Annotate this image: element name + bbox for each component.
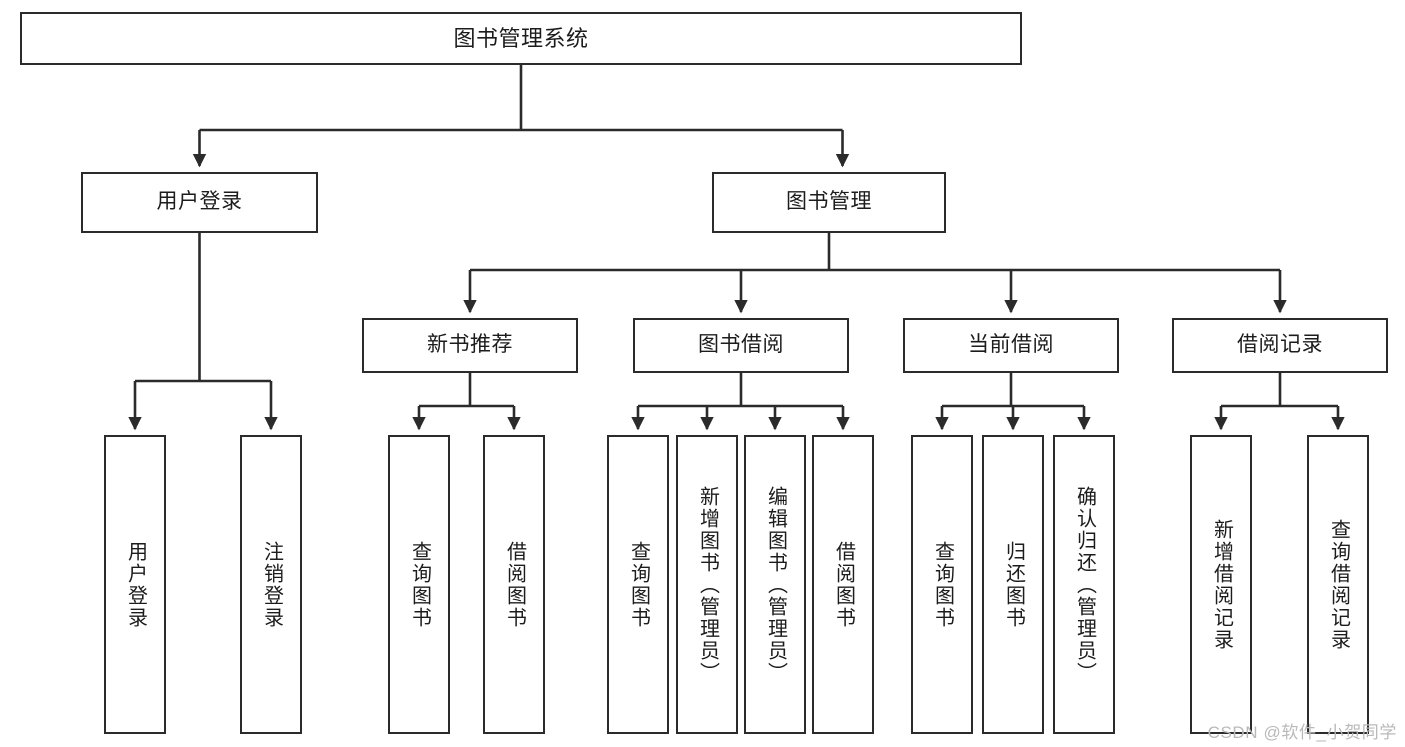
node-current-borrow-label: 当前借阅 <box>968 333 1054 357</box>
node-book-borrow-label: 图书借阅 <box>698 333 784 357</box>
node-leaf-return-book-label: 归还图书 <box>1002 540 1025 629</box>
node-user-login-label: 用户登录 <box>156 190 243 214</box>
node-leaf-logout-login-label: 注销登录 <box>260 540 283 629</box>
node-leaf-confirm-return-label: 确认归还（管理员） <box>1073 485 1096 684</box>
node-leaf-query-book-3-label: 查询图书 <box>931 540 954 629</box>
node-leaf-query-book-2-label: 查询图书 <box>627 540 650 629</box>
node-leaf-add-book[interactable]: 新增图书（管理员） <box>676 435 738 734</box>
node-book-manage-label: 图书管理 <box>786 190 872 214</box>
csdn-watermark: CSDN @软件_小贺同学 <box>1207 723 1397 742</box>
node-leaf-query-record[interactable]: 查询借阅记录 <box>1307 435 1369 734</box>
node-leaf-borrow-book-2[interactable]: 借阅图书 <box>812 435 874 734</box>
node-leaf-add-record-label: 新增借阅记录 <box>1210 518 1233 651</box>
node-leaf-query-record-label: 查询借阅记录 <box>1327 518 1350 651</box>
node-book-manage[interactable]: 图书管理 <box>712 172 946 233</box>
node-current-borrow[interactable]: 当前借阅 <box>903 318 1119 373</box>
node-leaf-user-login[interactable]: 用户登录 <box>104 435 166 734</box>
node-leaf-user-login-label: 用户登录 <box>124 540 147 629</box>
node-leaf-query-book-2[interactable]: 查询图书 <box>607 435 669 734</box>
node-leaf-query-book-3[interactable]: 查询图书 <box>911 435 973 734</box>
node-leaf-edit-book-label: 编辑图书（管理员） <box>764 485 787 684</box>
node-root[interactable]: 图书管理系统 <box>20 12 1022 65</box>
node-root-label: 图书管理系统 <box>453 25 589 51</box>
node-leaf-return-book[interactable]: 归还图书 <box>982 435 1044 734</box>
node-leaf-confirm-return[interactable]: 确认归还（管理员） <box>1053 435 1115 734</box>
node-borrow-record[interactable]: 借阅记录 <box>1172 318 1388 373</box>
node-leaf-logout-login[interactable]: 注销登录 <box>240 435 302 734</box>
node-leaf-edit-book[interactable]: 编辑图书（管理员） <box>744 435 806 734</box>
node-leaf-add-book-label: 新增图书（管理员） <box>696 485 719 684</box>
node-borrow-record-label: 借阅记录 <box>1237 333 1323 357</box>
node-leaf-add-record[interactable]: 新增借阅记录 <box>1190 435 1252 734</box>
node-leaf-query-book-1[interactable]: 查询图书 <box>388 435 450 734</box>
node-leaf-borrow-book-1-label: 借阅图书 <box>503 540 526 629</box>
node-leaf-borrow-book-1[interactable]: 借阅图书 <box>483 435 545 734</box>
node-book-borrow[interactable]: 图书借阅 <box>633 318 849 373</box>
node-new-book-recommend-label: 新书推荐 <box>427 333 513 357</box>
node-user-login[interactable]: 用户登录 <box>81 172 318 233</box>
node-new-book-recommend[interactable]: 新书推荐 <box>362 318 578 373</box>
node-leaf-query-book-1-label: 查询图书 <box>408 540 431 629</box>
node-leaf-borrow-book-2-label: 借阅图书 <box>832 540 855 629</box>
